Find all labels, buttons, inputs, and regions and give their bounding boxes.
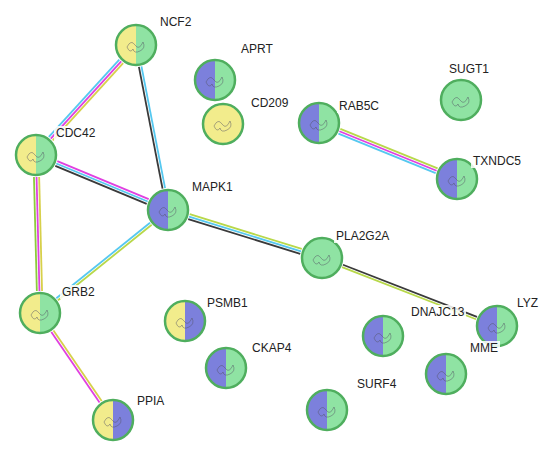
node-label: PLA2G2A [334,229,391,243]
protein-node: MME [424,352,468,396]
evidence-line [58,225,152,300]
evidence-line [56,163,147,201]
node-label: DNAJC13 [409,305,466,319]
protein-node: TXNDC5 [435,157,479,201]
evidence-line [338,134,435,173]
protein-node: PLA2G2A [300,236,344,280]
node-label: SURF4 [355,377,398,391]
node-label: CKAP4 [250,341,293,355]
node-circle [146,188,190,232]
protein-node: NCF2 [114,23,158,67]
protein-node: DNAJC13 [361,314,405,358]
node-circle [193,58,237,102]
evidence-line [53,330,101,401]
evidence-line [34,177,37,291]
protein-node: MAPK1 [146,188,190,232]
protein-node: SURF4 [305,388,349,432]
interaction-edge [51,330,101,402]
node-label: SUGT1 [447,62,491,76]
protein-node: RAB5C [297,101,341,145]
protein-node: PSMB1 [163,299,207,343]
node-label: PPIA [135,394,166,408]
node-circle [305,388,349,432]
protein-node: CD209 [201,102,245,146]
node-label: MME [468,341,500,355]
node-label: RAB5C [337,99,381,113]
evidence-line [141,66,165,188]
node-circle [163,299,207,343]
evidence-line [340,129,437,168]
interaction-edge [338,129,437,173]
node-circle [204,346,248,390]
node-label: CDC42 [54,126,97,140]
node-label: MAPK1 [190,180,235,194]
node-circle [114,23,158,67]
node-label: GRB2 [60,285,97,299]
interaction-edge [139,66,165,188]
node-label: APRT [239,42,275,56]
evidence-line [51,332,99,403]
node-circle [439,78,483,122]
node-circle [14,133,58,177]
protein-node: SUGT1 [439,78,483,122]
node-label: NCF2 [158,15,193,29]
protein-node: APRT [193,58,237,102]
evidence-line [57,161,148,199]
evidence-line [53,63,123,140]
evidence-line [55,166,146,204]
protein-node: PPIA [91,398,135,442]
protein-node: CKAP4 [204,346,248,390]
node-label: TXNDC5 [471,154,523,168]
evidence-line [190,214,302,249]
interaction-edge [188,214,302,254]
evidence-line [342,267,476,319]
protein-node: GRB2 [18,291,62,335]
node-circle [18,291,62,335]
interaction-edge [56,223,151,300]
node-circle [424,352,468,396]
node-label: LYZ [515,296,540,310]
interaction-edge [342,265,477,319]
evidence-line [56,223,150,298]
node-label: PSMB1 [205,296,250,310]
interaction-edge [55,161,148,204]
evidence-line [339,131,436,170]
evidence-line [188,219,300,254]
interaction-edge [34,177,42,291]
node-circle [297,101,341,145]
node-circle [91,398,135,442]
protein-node: CDC42 [14,133,58,177]
evidence-line [139,67,163,189]
node-circle [201,102,245,146]
node-circle [361,314,405,358]
interaction-edge [49,60,123,141]
evidence-line [189,217,301,252]
node-label: CD209 [249,96,290,110]
